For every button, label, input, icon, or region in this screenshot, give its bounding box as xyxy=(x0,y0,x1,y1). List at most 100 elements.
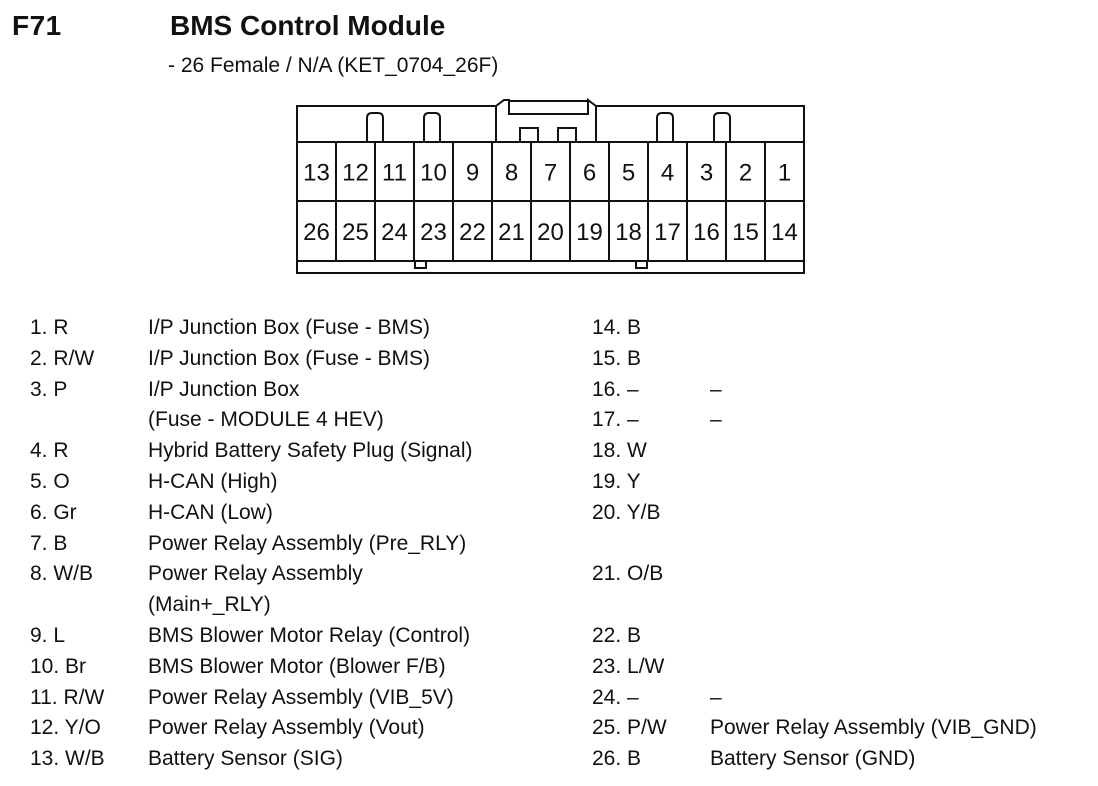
pin-wire-color: 8. W/B xyxy=(30,562,94,586)
pin-entry: (Main+_RLY) xyxy=(30,590,570,621)
pin-entry xyxy=(592,590,1092,621)
pin-number: 26 xyxy=(303,219,330,246)
pin-description: I/P Junction Box xyxy=(148,377,300,401)
pin-description: Power Relay Assembly (Pre_RLY) xyxy=(148,531,467,555)
pin-description: (Fuse - MODULE 4 HEV) xyxy=(148,408,384,432)
pin-number: 14 xyxy=(771,219,798,246)
pin-cell-2: 2 xyxy=(725,142,752,201)
pin-number: 13 xyxy=(303,160,330,187)
pin-number: 16 xyxy=(693,219,720,246)
pin-wire-color: 19. Y xyxy=(592,469,641,493)
pin-description: Hybrid Battery Safety Plug (Signal) xyxy=(148,439,473,463)
pin-entry: 2. R/W I/P Junction Box (Fuse - BMS) xyxy=(30,344,570,375)
pin-wire-color: 23. L/W xyxy=(592,654,665,678)
pin-entry: 5. O H-CAN (High) xyxy=(30,467,570,498)
pin-cell-25: 25 xyxy=(335,201,369,261)
pin-number: 10 xyxy=(420,160,447,187)
pin-description: – xyxy=(710,377,722,401)
pin-wire-color: 25. P/W xyxy=(592,716,667,740)
pin-description: (Main+_RLY) xyxy=(148,593,271,617)
pin-number: 3 xyxy=(700,160,713,187)
pin-entry: 24. –– xyxy=(592,683,1092,714)
pin-cell-12: 12 xyxy=(335,142,369,201)
pin-cell-15: 15 xyxy=(725,201,759,261)
pin-number: 24 xyxy=(381,219,408,246)
connector-key-hood xyxy=(495,101,597,142)
pin-entry: 9. L BMS Blower Motor Relay (Control) xyxy=(30,621,570,652)
center-key-right xyxy=(557,127,577,142)
pin-number: 17 xyxy=(654,219,681,246)
pin-entry: 19. Y xyxy=(592,467,1092,498)
pin-cell-24: 24 xyxy=(374,201,408,261)
pin-number: 2 xyxy=(739,160,752,187)
pin-cell-16: 16 xyxy=(686,201,720,261)
pin-entry: 18. W xyxy=(592,436,1092,467)
pin-cell-11: 11 xyxy=(374,142,407,201)
pin-entry: 20. Y/B xyxy=(592,498,1092,529)
pin-entry: 17. –– xyxy=(592,405,1092,436)
pin-cell-10: 10 xyxy=(413,142,447,201)
pin-cell-17: 17 xyxy=(647,201,681,261)
pin-cell-8: 8 xyxy=(491,142,518,201)
pin-cell-5: 5 xyxy=(608,142,635,201)
pin-number: 23 xyxy=(420,219,447,246)
pin-wire-color: 17. – xyxy=(592,408,639,432)
pin-cell-21: 21 xyxy=(491,201,525,261)
locking-tab xyxy=(656,112,674,142)
pin-description: Battery Sensor (SIG) xyxy=(148,747,343,771)
pin-wire-color: 24. – xyxy=(592,685,639,709)
pin-wire-color: 9. L xyxy=(30,623,66,647)
pin-description: Power Relay Assembly (VIB_5V) xyxy=(148,685,454,709)
pin-number: 5 xyxy=(622,160,635,187)
pin-entry: 25. P/W Power Relay Assembly (VIB_GND) xyxy=(592,713,1092,744)
pin-wire-color: 14. B xyxy=(592,316,642,339)
pin-cell-3: 3 xyxy=(686,142,713,201)
pin-cell-6: 6 xyxy=(569,142,596,201)
pin-number: 19 xyxy=(576,219,603,246)
pin-number: 21 xyxy=(498,219,525,246)
pin-cell-23: 23 xyxy=(413,201,447,261)
pin-wire-color: 5. O xyxy=(30,469,70,493)
pin-wire-color: 20. Y/B xyxy=(592,500,661,524)
pin-wire-color: 6. Gr xyxy=(30,500,77,524)
pin-entry: 3. P I/P Junction Box xyxy=(30,375,570,406)
connector-shell xyxy=(296,98,805,274)
pin-cell-26: 26 xyxy=(303,219,330,246)
pin-cell-1: 1 xyxy=(764,142,791,201)
pin-entry: 14. B xyxy=(592,313,1092,344)
pin-description: I/P Junction Box (Fuse - BMS) xyxy=(148,316,431,339)
pin-cell-9: 9 xyxy=(452,142,479,201)
connector-code: F71 xyxy=(12,10,62,41)
connector-spec: - 26 Female / N/A (KET_0704_26F) xyxy=(168,54,499,77)
pin-entry: 16. –– xyxy=(592,375,1092,406)
pin-wire-color: 2. R/W xyxy=(30,346,95,370)
pin-wire-color: 21. O/B xyxy=(592,562,664,586)
pin-description: Power Relay Assembly (VIB_GND) xyxy=(710,716,1037,740)
center-key-left xyxy=(519,127,539,142)
pin-description: BMS Blower Motor (Blower F/B) xyxy=(148,654,446,678)
pin-wire-color: 10. Br xyxy=(30,654,87,678)
locking-tabs xyxy=(366,112,731,269)
pin-description: BMS Blower Motor Relay (Control) xyxy=(148,623,471,647)
pin-wire-color: 26. B xyxy=(592,747,642,771)
pin-entry: (Fuse - MODULE 4 HEV) xyxy=(30,405,570,436)
page-title: BMS Control Module xyxy=(170,10,446,41)
pin-cell-4: 4 xyxy=(647,142,674,201)
pin-wire-color: 18. W xyxy=(592,439,647,463)
pin-description: I/P Junction Box (Fuse - BMS) xyxy=(148,346,431,370)
pin-wire-color: 3. P xyxy=(30,377,68,401)
pin-cell-22: 22 xyxy=(452,201,486,261)
pin-cell-14: 14 xyxy=(764,201,798,261)
pin-number: 7 xyxy=(544,160,557,187)
pin-number: 1 xyxy=(778,160,791,187)
pin-description: H-CAN (High) xyxy=(148,469,278,493)
